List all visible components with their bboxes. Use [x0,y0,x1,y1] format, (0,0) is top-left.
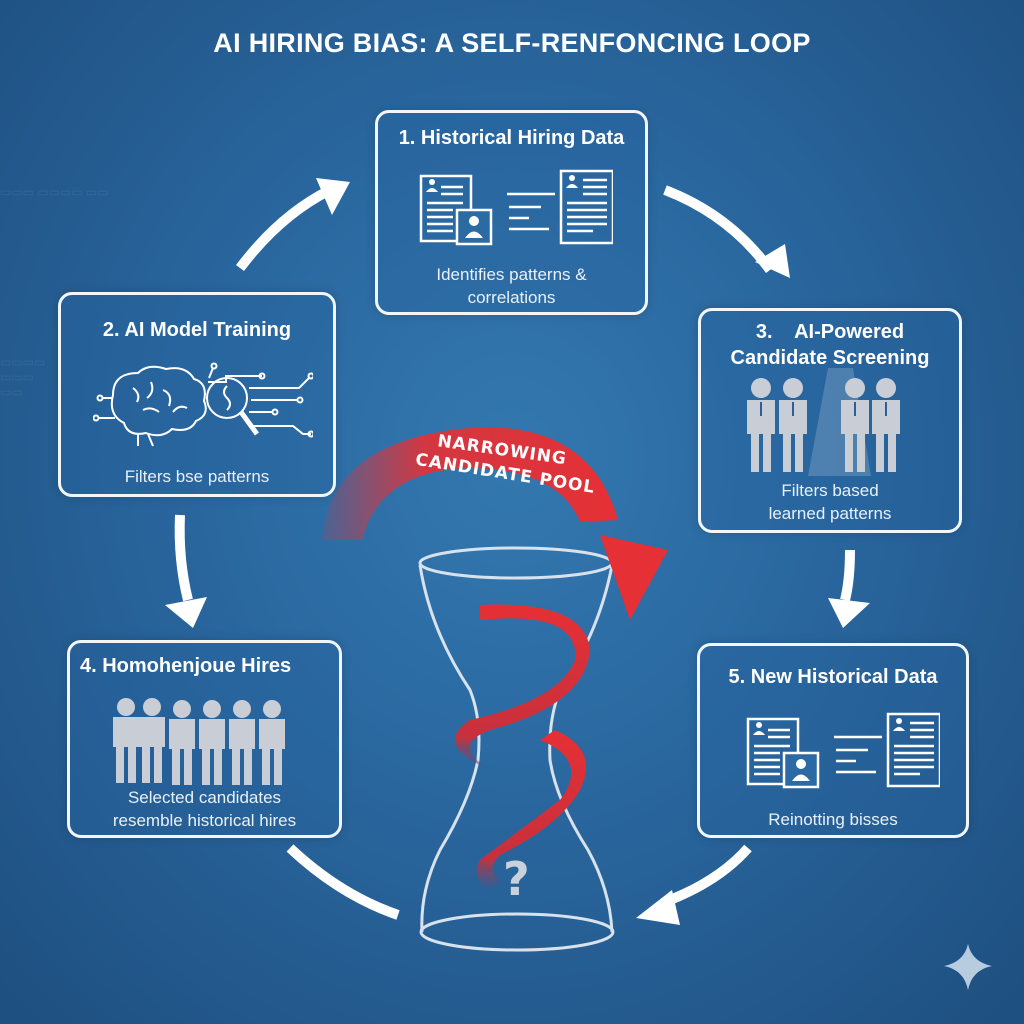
step-card-historical-hiring-data: 1. Historical Hiring Data Identifies pat… [375,110,648,315]
ribbon-label-line2: CANDIDATE POOL [414,450,596,498]
arrow-icon-2-to-4 [174,514,193,602]
page-title: AI HIRING BIAS: A SELF-RENFONCING LOOP [213,28,811,58]
ribbon-arrowhead-icon [600,535,668,620]
step-title: 4. Homohenjoue Hires [80,655,292,677]
arrowhead-icon [165,597,207,628]
hourglass-funnel-icon [418,546,615,952]
step-title: 3. AI-Powered Candidate Screening [730,321,930,369]
spiral-ribbon [455,604,590,770]
arrowhead-icon [636,890,680,925]
arrow-icon-1-to-2 [236,185,333,272]
arrowhead-icon [755,244,790,278]
arrowhead-icon [828,598,870,628]
resume-documents-icon [746,712,940,789]
step-description: Filters bse patterns [124,467,270,486]
sparkle-icon [944,944,992,990]
group-of-people-icon [113,698,285,785]
brain-circuit-magnifier-icon [93,362,313,447]
step-description: Reinotting bisses [768,810,898,829]
background-texture: ▭▭▭▭▭▭▭▭▭ [0,355,46,399]
arrow-icon-1-to-3 [663,185,775,273]
step-card-homogeneous-hires: 4. Homohenjoue Hires Selected candidates… [67,640,342,838]
arrow-icon-3-to-5 [840,549,855,602]
step-card-ai-powered-screening: 3. AI-Powered Candidate Screening Filter… [698,308,962,533]
step-title: 5. New Historical Data [728,666,938,688]
spotlight-candidates-icon [747,368,900,476]
arrow-icon-4-loop [286,844,400,920]
step-description: Identifies patterns & correlations [436,265,587,307]
step-description: Selected candidates resemble historical … [112,788,297,830]
step-title: 2. AI Model Training [102,319,292,341]
question-mark-icon: ? [503,852,530,906]
step-description: Filters based learned patterns [768,481,892,523]
spiral-ribbon [476,730,587,890]
background-texture: ▭▭▭ ▭▭▭▭ ▭▭ [0,185,109,199]
step-card-new-historical-data: 5. New Historical Data Reinotting bisses [697,643,969,838]
ribbon-label-line1: NARROWING [436,431,568,469]
arrowhead-icon [316,178,350,215]
step-title: 1. Historical Hiring Data [398,127,625,149]
narrowing-ribbon-arrow [322,427,618,540]
step-card-ai-model-training: 2. AI Model Training Filters bse pattern… [58,292,336,497]
resume-documents-icon [419,169,613,246]
arrow-icon-5-loop [668,844,752,905]
